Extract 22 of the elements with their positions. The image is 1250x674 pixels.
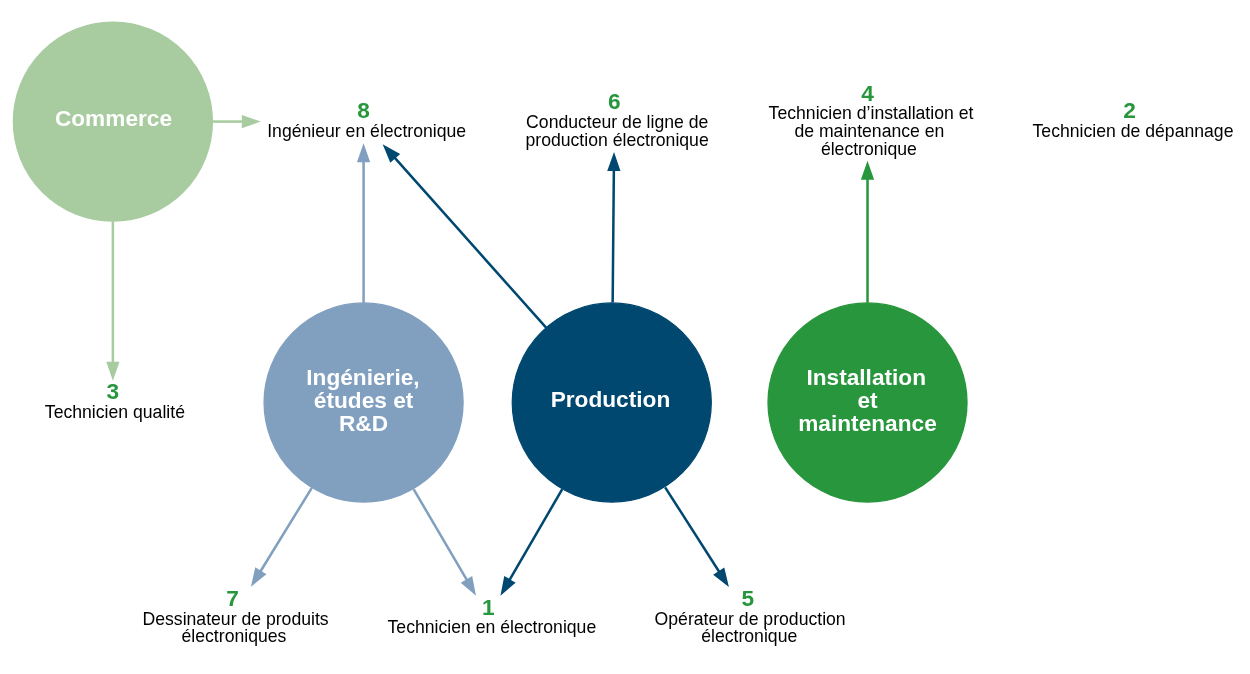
node-text: 8 Ingénieur en électronique xyxy=(267,97,467,141)
arrow xyxy=(664,486,729,588)
node-circle: Production xyxy=(511,302,712,503)
node-circle: Commerce xyxy=(12,21,214,222)
arrow xyxy=(412,488,477,596)
node-text: 1 Technicien en électronique xyxy=(387,593,597,638)
node-text: 4 Technicien d’installation et de maintenance en électronique xyxy=(768,79,974,159)
arrow xyxy=(212,114,261,129)
node-text: 5 Opérateur de production électronique xyxy=(654,584,846,647)
node-text: 3 Technicien qualité xyxy=(44,378,185,422)
arrow xyxy=(500,488,564,596)
arrow xyxy=(382,144,548,329)
node-text: 7 Dessinateur de produits électroniques xyxy=(142,584,329,647)
arrow xyxy=(356,143,371,303)
arrow xyxy=(250,487,313,587)
node-circle: Ingénierie, études et R&D xyxy=(263,302,464,503)
node-text: 6 Conducteur de ligne de production électronique xyxy=(525,88,709,150)
node-circle: Installation et maintenance xyxy=(767,302,968,503)
arrow xyxy=(607,152,621,303)
node-text: 2 Technicien de dépannage xyxy=(1032,97,1234,141)
arrow xyxy=(860,160,875,303)
arrow xyxy=(106,221,120,381)
